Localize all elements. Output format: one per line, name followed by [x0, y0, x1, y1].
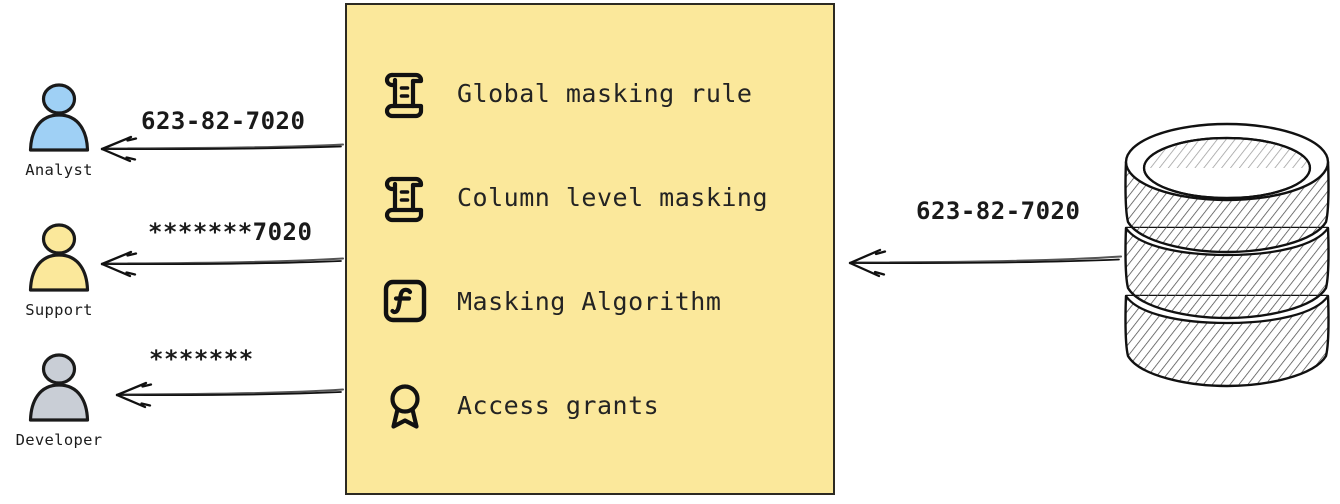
policy-item-label: Column level masking — [457, 182, 769, 212]
function-icon — [379, 275, 431, 327]
policy-item-access-grants[interactable]: Access grants — [379, 353, 833, 457]
scroll-icon — [379, 67, 431, 119]
arrow-policy-to-support — [100, 250, 345, 278]
persona-label-analyst: Analyst — [25, 161, 93, 179]
arrow-policy-to-analyst — [100, 135, 345, 163]
edge-label-developer: ******* — [149, 345, 254, 373]
award-ribbon-icon — [379, 379, 431, 431]
edge-label-support: *******7020 — [148, 218, 313, 246]
person-icon-support — [23, 222, 95, 300]
policy-item-list: Global masking rule Column level masking — [347, 5, 833, 493]
persona-analyst: Analyst — [4, 82, 114, 179]
policy-item-label: Global masking rule — [457, 78, 753, 108]
policy-item-label: Access grants — [457, 390, 660, 420]
database-cylinder-icon — [1118, 118, 1336, 390]
persona-support: Support — [4, 222, 114, 319]
policy-item-column-level-masking[interactable]: Column level masking — [379, 145, 833, 249]
edge-label-source-output: 623-82-7020 — [916, 197, 1081, 225]
arrow-database-to-policy — [848, 248, 1123, 278]
policy-item-global-masking-rule[interactable]: Global masking rule — [379, 41, 833, 145]
arrow-policy-to-developer — [115, 381, 345, 409]
scroll-icon — [379, 171, 431, 223]
persona-label-developer: Developer — [15, 431, 103, 449]
person-icon-developer — [23, 352, 95, 430]
persona-developer: Developer — [4, 352, 114, 449]
policy-item-label: Masking Algorithm — [457, 286, 722, 316]
person-icon-analyst — [23, 82, 95, 160]
persona-label-support: Support — [25, 301, 93, 319]
edge-label-analyst: 623-82-7020 — [141, 107, 306, 135]
policy-item-masking-algorithm[interactable]: Masking Algorithm — [379, 249, 833, 353]
policy-box: Global masking rule Column level masking — [345, 3, 835, 495]
